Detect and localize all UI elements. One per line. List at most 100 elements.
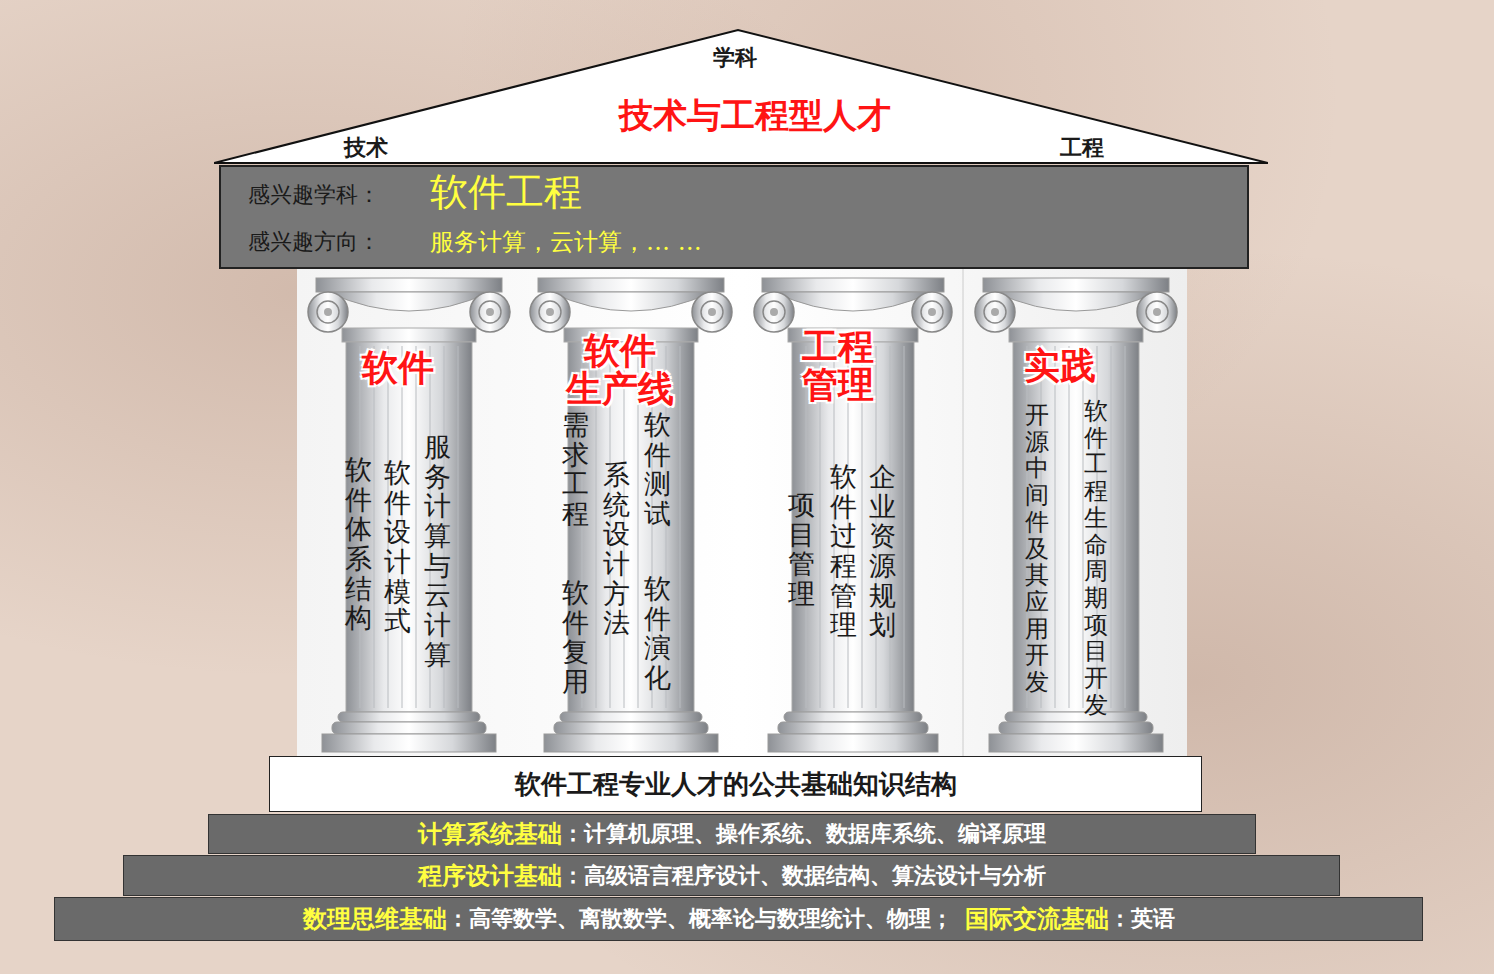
pillar-title: 软件 <box>355 349 441 387</box>
base-plinth <box>322 734 496 752</box>
capital-echinus <box>774 292 932 311</box>
shaft-flute <box>904 346 905 708</box>
capital-volute-eye <box>770 308 778 316</box>
base-plinth <box>989 734 1163 752</box>
base-scotia <box>778 722 928 734</box>
label-text: ：英语 <box>1109 904 1175 934</box>
backdrop-panel <box>297 268 1187 756</box>
vertical-topic: 企业资源规划 <box>869 462 896 640</box>
pillar-node: 实践软件工程生命周期项目开发 开源中间件及其应用开发 <box>965 268 1187 755</box>
label-text: ：高级语言程序设计、数据结构、算法设计与分析 <box>562 861 1046 891</box>
shaft-flute <box>1111 346 1112 708</box>
foundation-step: 计算系统基础：计算机原理、操作系统、数据库系统、编译原理 <box>208 814 1256 854</box>
vertical-topic: 系统设计方法 <box>603 460 630 638</box>
base-torus <box>560 712 702 722</box>
pillar-node: 工程 管理企业资源规划软件过程管理项目管理 <box>744 268 962 755</box>
vertical-topic: 软件过程管理 <box>830 462 857 640</box>
foundation-step: 数理思维基础：高等数学、离散数学、概率论与数理统计、物理；国际交流基础：英语 <box>54 897 1423 941</box>
label-text: 软件工程专业人才的公共基础知识结构 <box>515 767 957 802</box>
foundation-step: 软件工程专业人才的公共基础知识结构 <box>269 756 1202 812</box>
vertical-topic: 软件体系结构 <box>345 455 372 633</box>
vertical-topic: 需求工程 <box>562 410 589 529</box>
vertical-topic: 软件工程生命周期项目开发 <box>1084 398 1108 719</box>
vertical-topic: 项目管理 <box>788 490 815 609</box>
capital-volute-inner <box>539 301 561 323</box>
label-text: 程序设计基础 <box>418 860 562 892</box>
vertical-topic: 软件设计模式 <box>384 458 411 636</box>
pillar-node: 软件 生产线软件测试软件演化系统设计方法需求工程软件复用 <box>520 268 742 755</box>
capital-volute-eye <box>928 308 936 316</box>
shaft-flute <box>458 346 459 708</box>
capital-volute-eye <box>324 308 332 316</box>
label-text: 工程 <box>1060 133 1104 163</box>
capital-volute-eye <box>1153 308 1161 316</box>
label-text: 国际交流基础 <box>965 903 1109 935</box>
label-text: 学科 <box>713 43 757 73</box>
label-text: 技术 <box>344 133 388 163</box>
capital-volute-eye <box>486 308 494 316</box>
capital-volute-inner <box>701 301 723 323</box>
vertical-topic: 软件复用 <box>562 578 589 697</box>
base-scotia <box>554 722 708 734</box>
capital-volute-inner <box>763 301 785 323</box>
shaft-flute <box>374 346 375 708</box>
shaft-flute <box>1069 346 1070 708</box>
shaft-flute <box>416 346 417 708</box>
capital-volute <box>975 292 1015 332</box>
vertical-topic: 服务计算与云计算 <box>424 432 451 670</box>
capital-volute-eye <box>708 308 716 316</box>
label-text: 技术与工程型人才 <box>619 93 891 139</box>
vertical-topic: 软件演化 <box>644 574 671 693</box>
roof-node: 学科技术与工程型人才技术 工程 <box>214 28 1268 165</box>
capital-volute <box>692 292 732 332</box>
base-plinth <box>768 734 938 752</box>
roof-outline <box>214 30 1268 163</box>
label-text: ：计算机原理、操作系统、数据库系统、编译原理 <box>562 819 1046 849</box>
capital-echinus <box>328 292 490 311</box>
panel-divider <box>963 268 964 756</box>
capital-volute-eye <box>546 308 554 316</box>
capital-volute <box>308 292 348 332</box>
capital-volute <box>754 292 794 332</box>
pillar-title: 工程 管理 <box>798 328 877 404</box>
base-torus <box>1005 712 1147 722</box>
label-text: 感兴趣学科： <box>248 180 380 210</box>
capital-volute-inner <box>984 301 1006 323</box>
label-text: 服务计算，云计算，… … <box>430 226 702 258</box>
capital-echinus <box>995 292 1157 311</box>
shaft-flute <box>1055 346 1056 708</box>
label-text: ：高等数学、离散数学、概率论与数理统计、物理； <box>447 904 953 934</box>
pillar-title: 实践 <box>1017 347 1103 385</box>
pillar-column <box>965 268 1187 755</box>
label-text: 软件工程 <box>430 167 582 218</box>
capital-volute <box>1137 292 1177 332</box>
capital-neck <box>342 328 476 342</box>
label-text: 感兴趣方向： <box>248 227 380 257</box>
pillar-node: 软件服务计算与云计算软件设计模式软件体系结构 <box>298 268 520 755</box>
shaft-flute <box>1083 346 1084 708</box>
base-scotia <box>332 722 486 734</box>
banner-fill <box>220 166 1248 268</box>
capital-abacus <box>983 278 1169 292</box>
vertical-topic: 软件测试 <box>644 410 671 529</box>
foundation-step: 程序设计基础：高级语言程序设计、数据结构、算法设计与分析 <box>123 855 1340 896</box>
capital-volute-eye <box>991 308 999 316</box>
base-scotia <box>999 722 1153 734</box>
capital-neck <box>1009 328 1143 342</box>
base-plinth <box>544 734 718 752</box>
shaft-flute <box>680 346 681 708</box>
label-text: 计算系统基础 <box>418 818 562 850</box>
capital-volute-inner <box>1146 301 1168 323</box>
capital-volute-inner <box>921 301 943 323</box>
capital-abacus <box>762 278 944 292</box>
capital-volute <box>912 292 952 332</box>
capital-volute <box>530 292 570 332</box>
capital-volute-inner <box>479 301 501 323</box>
capital-abacus <box>538 278 724 292</box>
capital-abacus <box>316 278 502 292</box>
capital-volute <box>470 292 510 332</box>
banner-node: 感兴趣学科： 软件工程感兴趣方向： 服务计算，云计算，… … <box>219 165 1249 269</box>
vertical-topic: 开源中间件及其应用开发 <box>1025 402 1049 696</box>
base-torus <box>338 712 480 722</box>
capital-echinus <box>550 292 712 311</box>
